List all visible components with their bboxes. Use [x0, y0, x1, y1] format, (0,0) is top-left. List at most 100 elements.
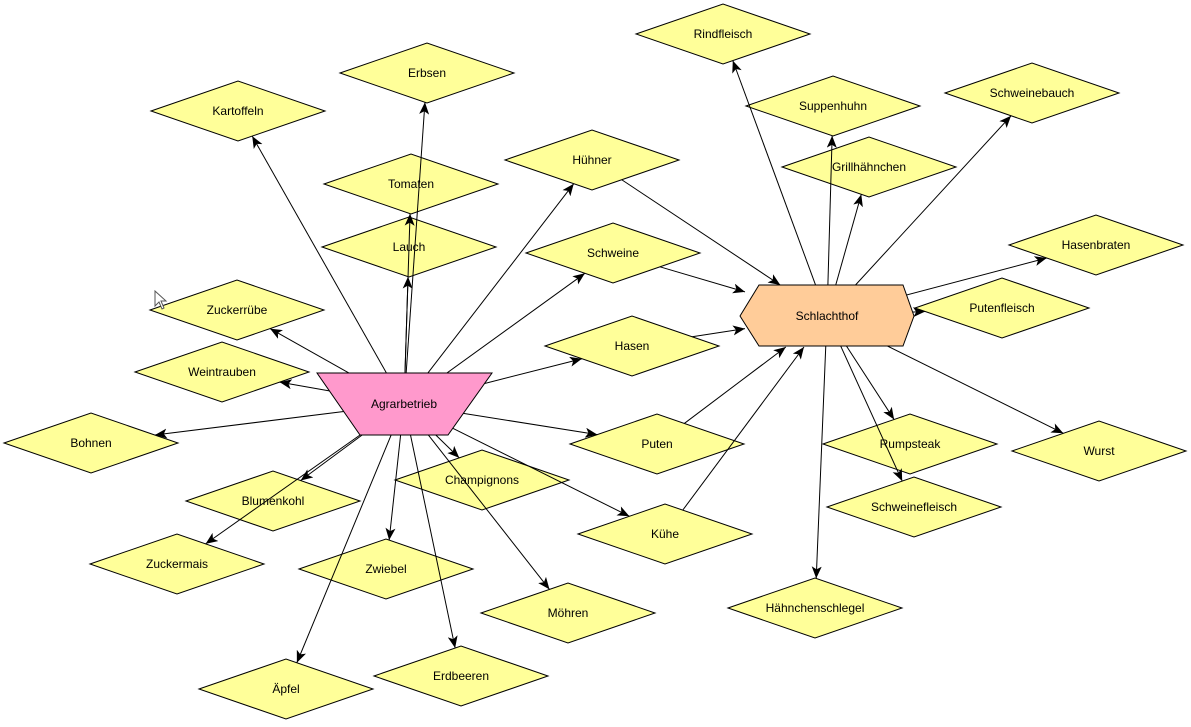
node-champignons[interactable]: Champignons — [393, 449, 571, 511]
diamond-shape — [1010, 420, 1188, 482]
edge-arrow — [407, 422, 458, 649]
edge-arrow — [659, 266, 746, 294]
edge-arrow — [831, 194, 863, 298]
diamond-shape — [634, 3, 812, 65]
diamond-shape — [197, 658, 375, 720]
node-schweinebauch[interactable]: Schweinebauch — [943, 62, 1121, 124]
edge-arrow — [682, 346, 805, 511]
diamond-shape — [338, 42, 516, 104]
node-zuckerrübe[interactable]: Zuckerrübe — [148, 279, 326, 341]
node-zwiebel[interactable]: Zwiebel — [297, 538, 475, 600]
node-label: Erbsen — [408, 66, 446, 80]
node-label: Hasen — [615, 339, 650, 353]
node-label: Bohnen — [70, 436, 111, 450]
edge-arrow — [826, 135, 837, 298]
node-label: Suppenhuhn — [799, 99, 867, 113]
edge-arrow — [418, 422, 550, 590]
node-label: Erdbeeren — [433, 669, 489, 683]
edge-arrow — [453, 411, 598, 438]
edge-arrow — [732, 60, 821, 298]
diamond-shape — [726, 577, 904, 639]
node-blumenkohl[interactable]: Blumenkohl — [184, 470, 362, 532]
mouse-cursor-icon — [154, 289, 168, 310]
node-label: Rumpsteak — [880, 437, 942, 451]
diamond-shape — [913, 277, 1091, 339]
node-tomaten[interactable]: Tomaten — [322, 153, 500, 215]
node-label: Blumenkohl — [242, 494, 305, 508]
node-kartoffeln[interactable]: Kartoffeln — [149, 80, 327, 142]
node-äpfel[interactable]: Äpfel — [197, 658, 375, 720]
diamond-shape — [2, 412, 180, 474]
diamond-shape — [825, 476, 1003, 538]
node-label: Puten — [641, 437, 672, 451]
node-putenfleisch[interactable]: Putenfleisch — [913, 277, 1091, 339]
node-label: Kühe — [651, 527, 679, 541]
diamond-shape — [149, 80, 327, 142]
edge-arrow — [684, 346, 787, 424]
edge-arrow — [417, 183, 575, 386]
edge-arrow — [154, 409, 355, 439]
node-puten[interactable]: Puten — [568, 413, 746, 475]
diamond-shape — [1007, 214, 1185, 276]
node-hasenbraten[interactable]: Hasenbraten — [1007, 214, 1185, 276]
edge-arrow — [835, 334, 903, 482]
edge-arrow — [864, 334, 1064, 434]
diamond-shape — [524, 222, 702, 284]
node-label: Schlachthof — [796, 309, 859, 323]
node-agrarbetrieb[interactable]: Agrarbetrieb — [316, 372, 493, 436]
node-zuckermais[interactable]: Zuckermais — [88, 533, 266, 595]
node-bohnen[interactable]: Bohnen — [2, 412, 180, 474]
node-suppenhuhn[interactable]: Suppenhuhn — [744, 75, 922, 137]
diamond-shape — [479, 582, 657, 644]
node-grillhähnchen[interactable]: Grillhähnchen — [780, 136, 958, 198]
diamond-shape — [943, 62, 1121, 124]
node-möhren[interactable]: Möhren — [479, 582, 657, 644]
edge-arrow — [811, 334, 827, 579]
node-label: Hähnchenschlegel — [766, 601, 865, 615]
edge-arrow — [404, 102, 430, 386]
node-label: Hasenbraten — [1062, 238, 1131, 252]
node-schlachthof[interactable]: Schlachthof — [739, 284, 915, 347]
edge-arrow — [692, 325, 746, 338]
node-label: Putenfleisch — [969, 301, 1034, 315]
node-schweinefleisch[interactable]: Schweinefleisch — [825, 476, 1003, 538]
node-kühe[interactable]: Kühe — [576, 503, 754, 565]
node-label: Äpfel — [272, 682, 299, 696]
diamond-shape — [780, 136, 958, 198]
edge-arrow — [296, 422, 397, 663]
node-label: Grillhähnchen — [832, 160, 906, 174]
node-erdbeeren[interactable]: Erdbeeren — [372, 645, 550, 707]
node-hasen[interactable]: Hasen — [543, 315, 721, 377]
diamond-shape — [184, 470, 362, 532]
node-label: Kartoffeln — [212, 104, 263, 118]
node-label: Zuckermais — [146, 557, 208, 571]
edge-arrow — [429, 272, 586, 386]
diamond-shape — [88, 533, 266, 595]
edge-arrow — [838, 334, 895, 420]
node-hähnchenschlegel[interactable]: Hähnchenschlegel — [726, 577, 904, 639]
diamond-shape — [576, 503, 754, 565]
edge-arrow — [205, 422, 378, 545]
node-label: Zuckerrübe — [207, 303, 268, 317]
edge-arrow — [441, 422, 630, 517]
diamond-shape — [297, 538, 475, 600]
node-label: Weintrauben — [188, 365, 256, 379]
edge-arrow — [621, 179, 781, 286]
node-hühner[interactable]: Hühner — [503, 129, 681, 191]
node-weintrauben[interactable]: Weintrauben — [133, 341, 311, 403]
diamond-shape — [503, 129, 681, 191]
diamond-shape — [543, 315, 721, 377]
node-rindfleisch[interactable]: Rindfleisch — [634, 3, 812, 65]
diamond-shape — [821, 413, 999, 475]
diamond-shape — [148, 279, 326, 341]
node-erbsen[interactable]: Erbsen — [338, 42, 516, 104]
diamond-shape — [568, 413, 746, 475]
node-label: Schweinefleisch — [871, 500, 957, 514]
diamond-shape — [133, 341, 311, 403]
node-rumpsteak[interactable]: Rumpsteak — [821, 413, 999, 475]
node-label: Rindfleisch — [694, 27, 753, 41]
node-wurst[interactable]: Wurst — [1010, 420, 1188, 482]
node-schweine[interactable]: Schweine — [524, 222, 702, 284]
node-label: Agrarbetrieb — [371, 397, 437, 411]
